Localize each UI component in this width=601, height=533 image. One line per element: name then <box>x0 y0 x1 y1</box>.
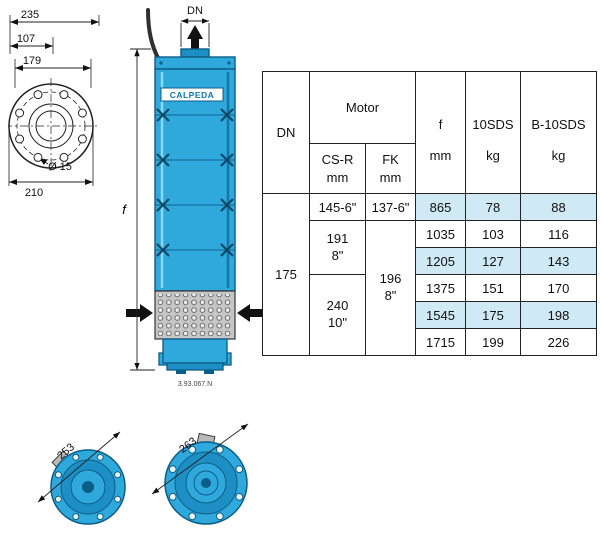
kg-b10sds-value: 88 <box>520 193 597 221</box>
header-b10sds-unit: kg <box>551 147 566 163</box>
brand-band: CALPEDA <box>160 87 224 102</box>
header-10sds: 10SDS kg <box>465 71 521 194</box>
table-row: 1545 175 198 <box>263 301 597 329</box>
header-10sds-unit: kg <box>486 147 500 163</box>
table-row: 191 8" 196 8" 1035 103 116 <box>263 220 597 356</box>
header-10sds-label: 10SDS <box>472 116 514 132</box>
flange-dimension-drawing: 235 107 179 Ø 15 210 <box>8 9 100 199</box>
pump-side-view-drawing: DN CALPEDA <box>122 5 264 388</box>
f-value: 1035 <box>415 220 466 248</box>
header-csr-unit: mm <box>326 169 349 185</box>
dimensions-table: DN Motor f mm 10SDS kg B-10SDS kg <box>262 71 597 356</box>
top-view-b10sds: 263 <box>151 423 249 525</box>
dn-dimension <box>180 18 210 47</box>
dim-235: 235 <box>21 9 39 21</box>
bolt-holes <box>15 90 87 162</box>
header-csr-label: CS-R <box>321 151 354 167</box>
kg-b10sds-value: 143 <box>520 247 597 275</box>
kg-10sds-value: 103 <box>465 220 521 248</box>
fk-value: 137-6" <box>365 193 416 221</box>
head-plate <box>154 56 236 70</box>
table-row: 240 10" 1375 151 170 <box>263 274 597 356</box>
header-f-unit: mm <box>429 147 452 163</box>
dim-210: 210 <box>25 187 43 199</box>
kg-b10sds-value: 170 <box>520 274 597 302</box>
table-row: 1205 127 143 <box>263 247 597 275</box>
header-fk: FK mm <box>365 143 416 194</box>
suction-strainer <box>154 290 236 340</box>
kg-10sds-value: 175 <box>465 301 521 329</box>
kg-b10sds-value: 198 <box>520 301 597 329</box>
header-fk-unit: mm <box>379 169 402 185</box>
inflow-arrow-left <box>126 304 153 322</box>
drawing-number: 3.93.067.N <box>178 381 212 388</box>
dim-107: 107 <box>17 33 35 45</box>
flange-face <box>8 78 100 174</box>
header-fk-label: FK <box>382 151 399 167</box>
table-row: 175 145-6" 137-6" 865 78 88 <box>262 193 597 356</box>
power-cable <box>146 8 160 60</box>
f-value: 865 <box>415 193 466 221</box>
stage-column <box>154 68 236 292</box>
header-csr: CS-R mm <box>309 143 366 194</box>
brand-label: CALPEDA <box>170 90 215 100</box>
pump-top-views-drawing: 253 263 <box>37 423 249 525</box>
header-b10sds: B-10SDS kg <box>520 71 597 194</box>
dn-label: DN <box>187 5 203 17</box>
kg-b10sds-value: 116 <box>520 220 597 248</box>
discharge-cap <box>180 48 210 58</box>
kg-b10sds-value: 226 <box>520 328 597 356</box>
csr-value: 145-6" <box>309 193 366 221</box>
csr-value: 240 10" <box>309 274 366 356</box>
stage-joints <box>155 108 235 257</box>
dim-179: 179 <box>23 55 41 67</box>
header-b10sds-label: B-10SDS <box>531 116 586 132</box>
f-dimension <box>130 48 155 371</box>
kg-10sds-value: 151 <box>465 274 521 302</box>
f-value: 1715 <box>415 328 466 356</box>
dim-hole-diameter: Ø 15 <box>48 161 72 173</box>
inflow-arrow-right <box>237 304 264 322</box>
table-row: 1715 199 226 <box>263 328 597 356</box>
top-view-10sds: 253 <box>37 431 126 525</box>
f-value: 1545 <box>415 301 466 329</box>
kg-10sds-value: 199 <box>465 328 521 356</box>
dn-value: 175 <box>262 193 310 356</box>
header-f: f mm <box>415 71 466 194</box>
header-motor: Motor <box>309 71 416 144</box>
csr-value: 191 8" <box>309 220 366 275</box>
f-value: 1205 <box>415 247 466 275</box>
kg-10sds-value: 78 <box>465 193 521 221</box>
flow-up-arrow <box>187 25 203 49</box>
header-f-label: f <box>438 116 443 132</box>
f-value: 1375 <box>415 274 466 302</box>
fk-value: 196 8" <box>365 220 416 356</box>
flange-dimension-lines <box>9 19 99 185</box>
header-dn: DN <box>262 71 310 194</box>
f-label: f <box>122 202 127 217</box>
motor-section <box>158 338 232 374</box>
kg-10sds-value: 127 <box>465 247 521 275</box>
